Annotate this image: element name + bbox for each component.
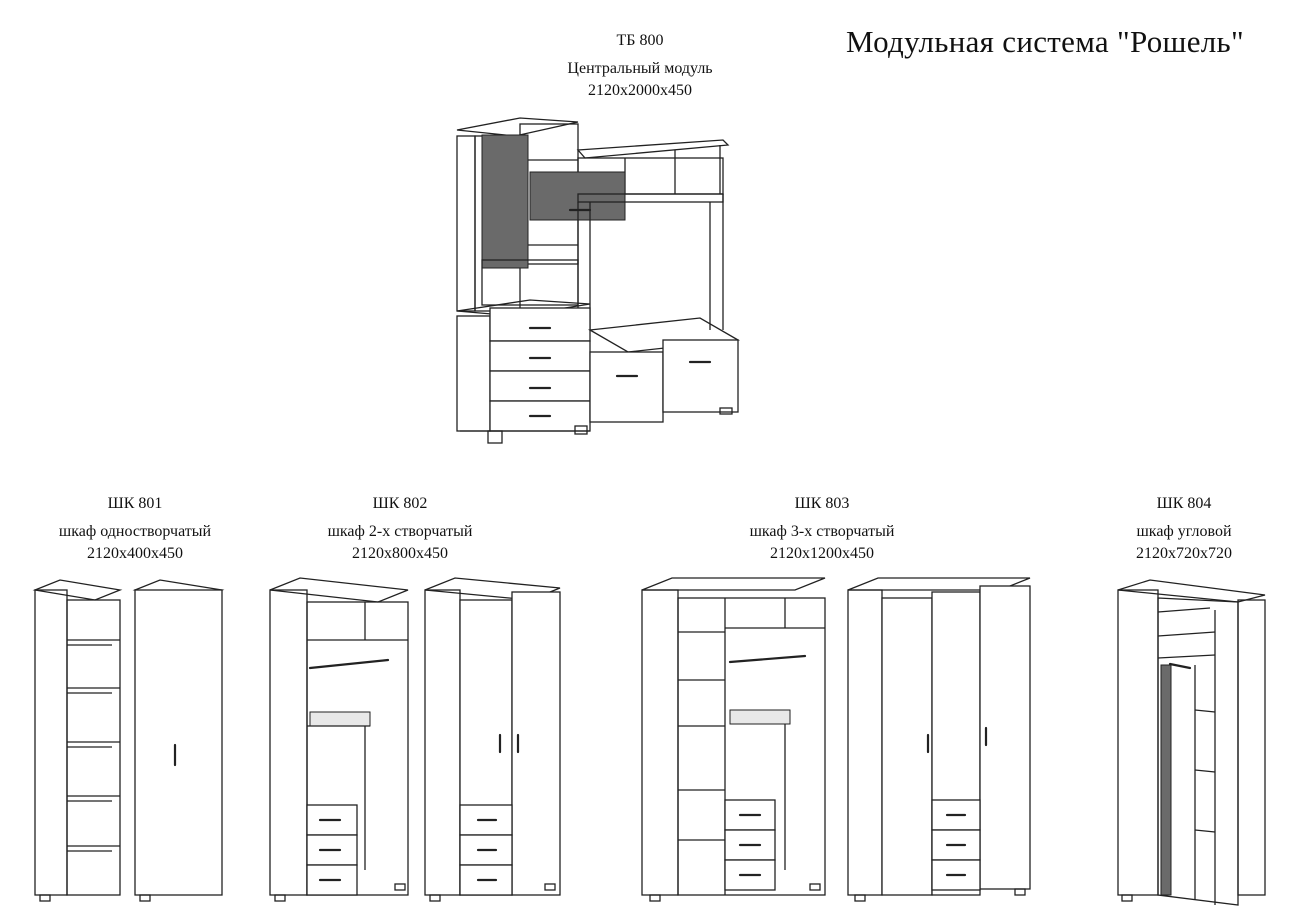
module-size: 2120x720x720 [1136, 545, 1232, 562]
shk801-closed-drawing [132, 579, 225, 902]
module-size: 2120x400x450 [87, 545, 183, 562]
module-code: ШК 801 [107, 495, 163, 512]
module-size: 2120x800x450 [352, 545, 448, 562]
shk803-closed-drawing [847, 577, 1031, 902]
module-name: шкаф угловой [1136, 523, 1232, 540]
module-name: шкаф 3-х створчатый [749, 523, 895, 540]
module-size: 2120x2000x450 [588, 82, 692, 99]
module-label-shk804: ШК 804 шкаф угловой 2120x720x720 [1084, 493, 1284, 565]
shk804-drawing [1117, 579, 1266, 906]
module-label-tb800: ТБ 800 Центральный модуль 2120x2000x450 [540, 30, 740, 102]
module-code: ШК 804 [1156, 495, 1212, 512]
shk802-open-drawing [269, 577, 409, 902]
page-title: Модульная система "Рошель" [846, 24, 1244, 59]
module-code: ТБ 800 [616, 32, 664, 49]
module-code: ШК 802 [372, 495, 428, 512]
module-label-shk802: ШК 802 шкаф 2-х створчатый 2120x800x450 [300, 493, 500, 565]
module-name: шкаф одностворчатый [58, 523, 212, 540]
tb800-drawing [456, 117, 741, 444]
module-size: 2120x1200x450 [770, 545, 874, 562]
shk801-open-drawing [32, 579, 123, 902]
shk802-closed-drawing [424, 577, 561, 902]
module-code: ШК 803 [794, 495, 850, 512]
module-name: шкаф 2-х створчатый [327, 523, 473, 540]
module-name: Центральный модуль [567, 60, 713, 77]
shk803-open-drawing [641, 577, 826, 902]
module-label-shk803: ШК 803 шкаф 3-х створчатый 2120x1200x450 [722, 493, 922, 565]
module-label-shk801: ШК 801 шкаф одностворчатый 2120x400x450 [35, 493, 235, 565]
